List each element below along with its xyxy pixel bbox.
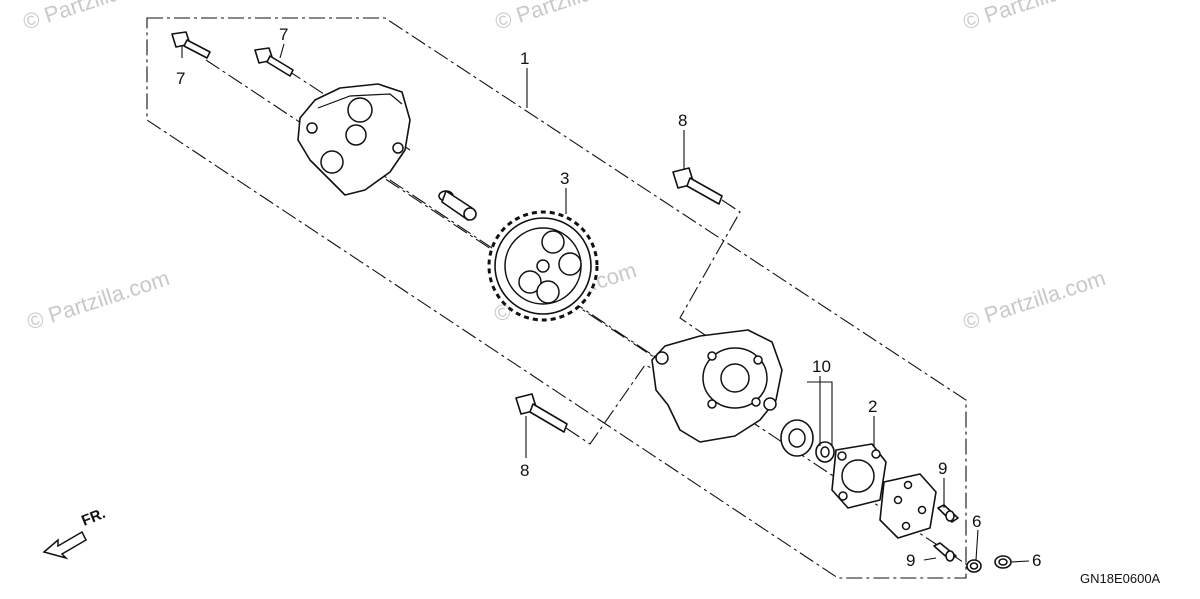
screw-9-lower	[933, 542, 957, 562]
o-ring-6-left-inner	[969, 562, 979, 570]
callout-8-lower: 8	[520, 461, 529, 480]
front-direction-label: FR.	[79, 505, 108, 530]
callout-7-left: 7	[176, 69, 185, 88]
pump-rotor-set	[780, 419, 835, 463]
callout-9-lower: 9	[906, 551, 915, 570]
pump-drive-gear	[487, 210, 599, 322]
bolt-8-upper-routing	[679, 199, 741, 336]
callout-3: 3	[560, 169, 569, 188]
callout-7-right: 7	[279, 25, 288, 44]
watermark-6: © Partzilla.com	[960, 265, 1109, 335]
callout-2: 2	[868, 397, 877, 416]
pump-body	[651, 329, 783, 443]
watermark-2: © Partzilla.com	[492, 0, 641, 35]
o-ring-6-right-inner	[998, 558, 1008, 566]
pump-end-cover	[879, 473, 937, 539]
bolt-8-lower-routing	[565, 364, 661, 445]
assembly-boundary	[146, 17, 967, 579]
pump-cover-upper	[297, 83, 411, 196]
leader-lines	[181, 43, 1030, 563]
bolt-8-upper	[672, 167, 723, 205]
front-direction-indicator: FR.	[42, 505, 108, 560]
diagram-code: GN18E0600A	[1080, 571, 1161, 586]
bolt-8-lower	[515, 393, 568, 433]
screw-9-upper	[937, 504, 959, 523]
bolt-7-right	[254, 47, 294, 77]
front-direction-arrow-icon	[42, 530, 87, 560]
callout-8-upper: 8	[678, 111, 687, 130]
pump-gasket	[831, 443, 887, 509]
bolt-7-left	[171, 31, 211, 59]
watermark-4: © Partzilla.com	[24, 265, 173, 335]
pump-shaft-pin	[438, 190, 477, 221]
callout-10: 10	[812, 357, 831, 376]
watermark-1: © Partzilla.com	[20, 0, 169, 35]
callout-6-left: 6	[972, 512, 981, 531]
callout-1: 1	[520, 49, 529, 68]
callout-9-upper: 9	[938, 459, 947, 478]
callout-6-right: 6	[1032, 551, 1041, 570]
watermark-3: © Partzilla.com	[960, 0, 1109, 35]
